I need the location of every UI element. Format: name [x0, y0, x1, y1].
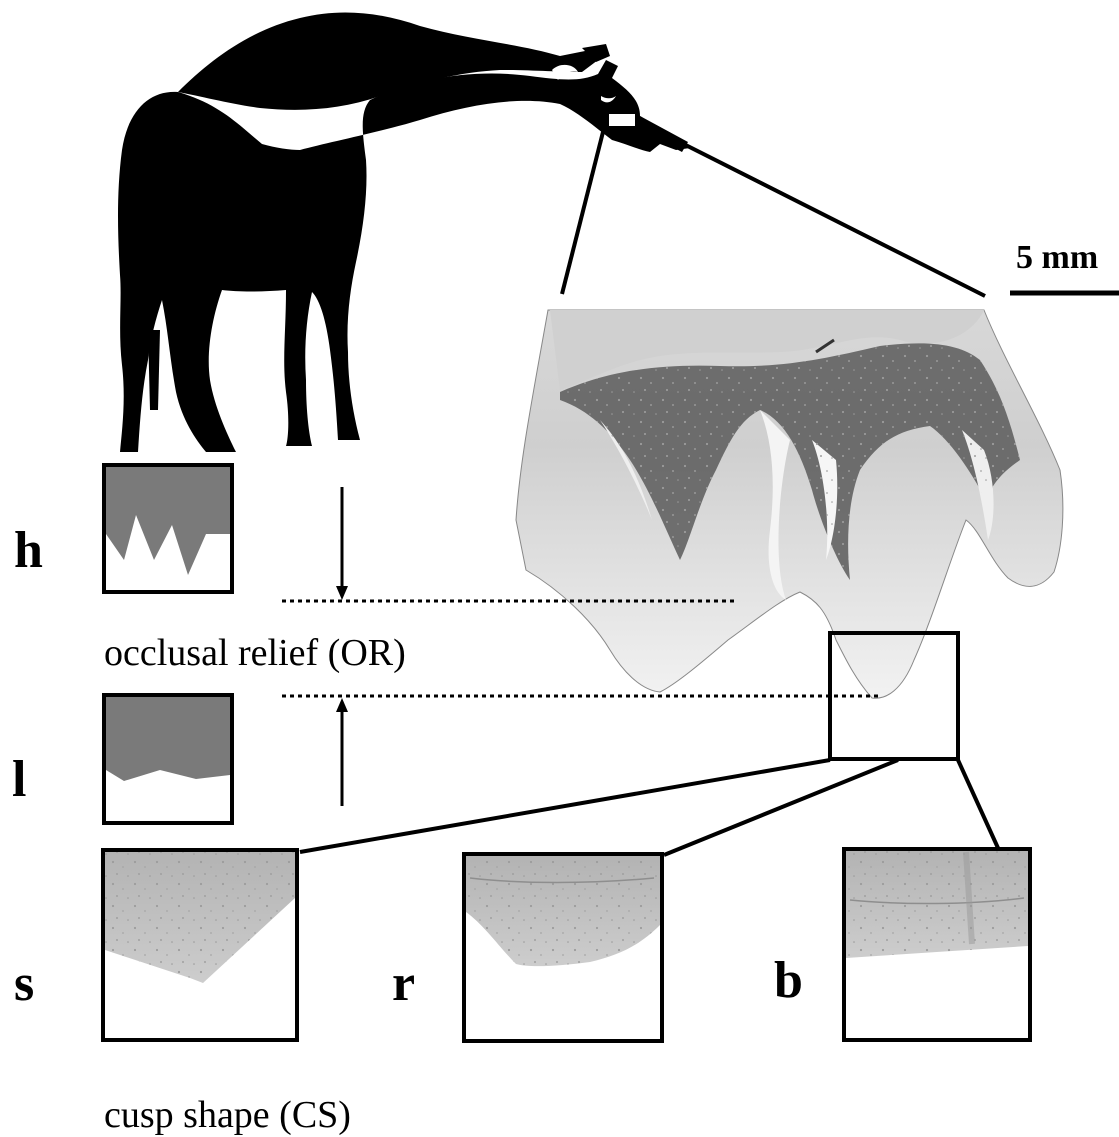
- blunt-cusp-label: b: [774, 952, 803, 1009]
- sharp-cusp-label: s: [14, 955, 34, 1012]
- occlusal-relief-caption: occlusal relief (OR): [104, 632, 406, 674]
- high-relief-panel: h: [14, 465, 232, 592]
- up-arrow-icon: [336, 698, 348, 712]
- blunt-cusp-panel: b: [774, 849, 1030, 1040]
- zoom-lines: [562, 120, 985, 296]
- high-relief-label: h: [14, 522, 43, 579]
- low-relief-label: l: [12, 751, 26, 808]
- sharp-cusp-panel: s: [14, 850, 297, 1040]
- scale-bar-label: 5 mm: [1016, 239, 1098, 276]
- low-relief-panel: l: [12, 695, 232, 823]
- round-cusp-panel: r: [392, 854, 662, 1041]
- cusp-shape-caption: cusp shape (CS): [104, 1094, 351, 1136]
- round-cusp-label: r: [392, 955, 415, 1012]
- low-relief-profile: [106, 697, 230, 781]
- scale-bar: 5 mm: [1010, 239, 1119, 293]
- down-arrow-icon: [336, 586, 348, 600]
- molar-photo: [516, 310, 1063, 698]
